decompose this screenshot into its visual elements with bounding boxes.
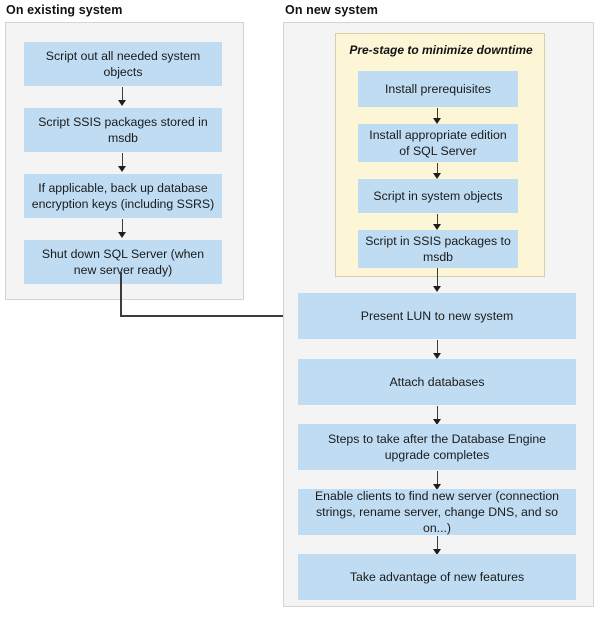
arrow-new-3-to-4: [433, 536, 442, 556]
arrow-new-2-to-3: [433, 471, 442, 491]
arrow-new-0-to-1: [433, 340, 442, 360]
node-present-lun[interactable]: Present LUN to new system: [298, 293, 576, 339]
connector-existing-to-new-system: [120, 272, 300, 324]
node-shut-down-sql-server[interactable]: Shut down SQL Server (when new server re…: [24, 240, 222, 284]
column-header-existing-system: On existing system: [6, 3, 123, 17]
node-post-upgrade-steps[interactable]: Steps to take after the Database Engine …: [298, 424, 576, 470]
node-enable-clients[interactable]: Enable clients to find new server (conne…: [298, 489, 576, 535]
arrow-prestage-2-to-3: [433, 214, 442, 230]
node-attach-databases[interactable]: Attach databases: [298, 359, 576, 405]
node-script-in-ssis-packages[interactable]: Script in SSIS packages to msdb: [358, 230, 518, 268]
node-script-in-system-objects[interactable]: Script in system objects: [358, 179, 518, 213]
arrow-prestage-0-to-1: [433, 108, 442, 124]
column-header-new-system: On new system: [285, 3, 378, 17]
node-script-out-system-objects[interactable]: Script out all needed system objects: [24, 42, 222, 86]
arrow-existing-2-to-3: [118, 219, 127, 239]
arrow-existing-1-to-2: [118, 153, 127, 173]
node-install-prerequisites[interactable]: Install prerequisites: [358, 71, 518, 107]
arrow-new-1-to-2: [433, 406, 442, 426]
node-back-up-encryption-keys[interactable]: If applicable, back up database encrypti…: [24, 174, 222, 218]
node-install-sql-server-edition[interactable]: Install appropriate edition of SQL Serve…: [358, 124, 518, 162]
arrow-prestage-to-present-lun: [433, 268, 442, 294]
arrow-existing-0-to-1: [118, 87, 127, 107]
node-script-ssis-packages[interactable]: Script SSIS packages stored in msdb: [24, 108, 222, 152]
node-take-advantage-features[interactable]: Take advantage of new features: [298, 554, 576, 600]
pre-stage-title: Pre-stage to minimize downtime: [349, 43, 533, 57]
arrow-prestage-1-to-2: [433, 163, 442, 179]
